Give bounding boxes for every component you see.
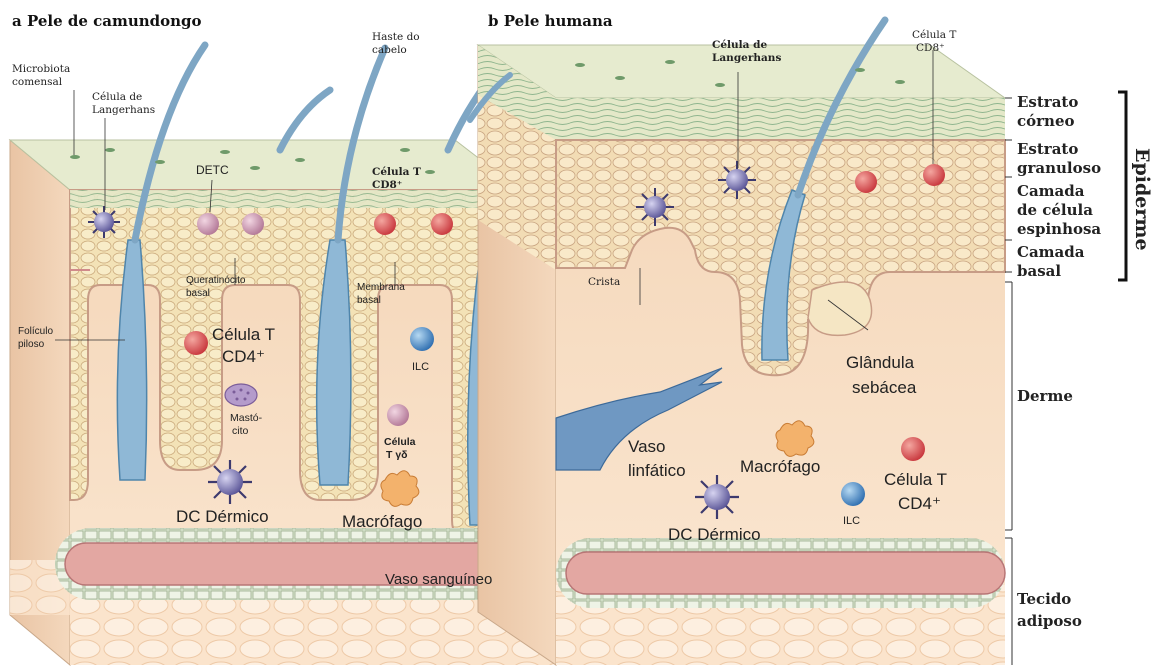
- svg-text:Macrófago: Macrófago: [740, 457, 820, 476]
- epiderme-bracket: [1118, 92, 1126, 280]
- label-vaso-sanguineo: Vaso sanguíneo: [385, 571, 492, 588]
- label-epiderme: Epiderme: [1131, 148, 1153, 251]
- svg-text:Derme: Derme: [1017, 387, 1073, 405]
- label-macrofago-a: Macrófago: [342, 512, 422, 531]
- svg-text:ILC: ILC: [843, 515, 860, 527]
- panel-a-cd4-cell: [184, 331, 208, 355]
- panel-a-detc-cell-1: [197, 213, 219, 235]
- panel-b-title: b Pele humana: [488, 12, 613, 30]
- layer-scale: [1005, 98, 1012, 665]
- panel-a-cd8-cell-2: [431, 213, 453, 235]
- panel-a-dermal-dc: [208, 460, 252, 504]
- panel-a-cd8-cell-1: [374, 213, 396, 235]
- panel-b-cd8-cell-2: [923, 164, 945, 186]
- panel-b: [470, 20, 1005, 665]
- panel-a-mast-cell: [225, 384, 257, 406]
- panel-a-detc-cell-2: [242, 213, 264, 235]
- panel-b-cd8-cell-1: [855, 171, 877, 193]
- panel-b-dermal-dc: [695, 475, 739, 519]
- panel-b-ilc-cell: [841, 482, 865, 506]
- panel-labels: a Pele de camundongo b Pele humana: [12, 12, 613, 30]
- label-ilc-a: ILC: [412, 361, 429, 373]
- label-detc: DETC: [196, 163, 229, 177]
- panel-a-ilc-cell: [410, 327, 434, 351]
- panel-a-tgd-cell: [387, 404, 409, 426]
- panel-b-corneum: [556, 98, 1005, 140]
- svg-text:Crista: Crista: [588, 276, 620, 288]
- label-dc-a: DC Dérmico: [176, 507, 269, 526]
- panel-b-blood-vessel: [556, 538, 1005, 608]
- panel-a-top-face: [10, 140, 520, 190]
- panel-b-cd4-cell: [901, 437, 925, 461]
- svg-text:DC Dérmico: DC Dérmico: [668, 525, 761, 544]
- panel-a-title: a Pele de camundongo: [12, 12, 202, 30]
